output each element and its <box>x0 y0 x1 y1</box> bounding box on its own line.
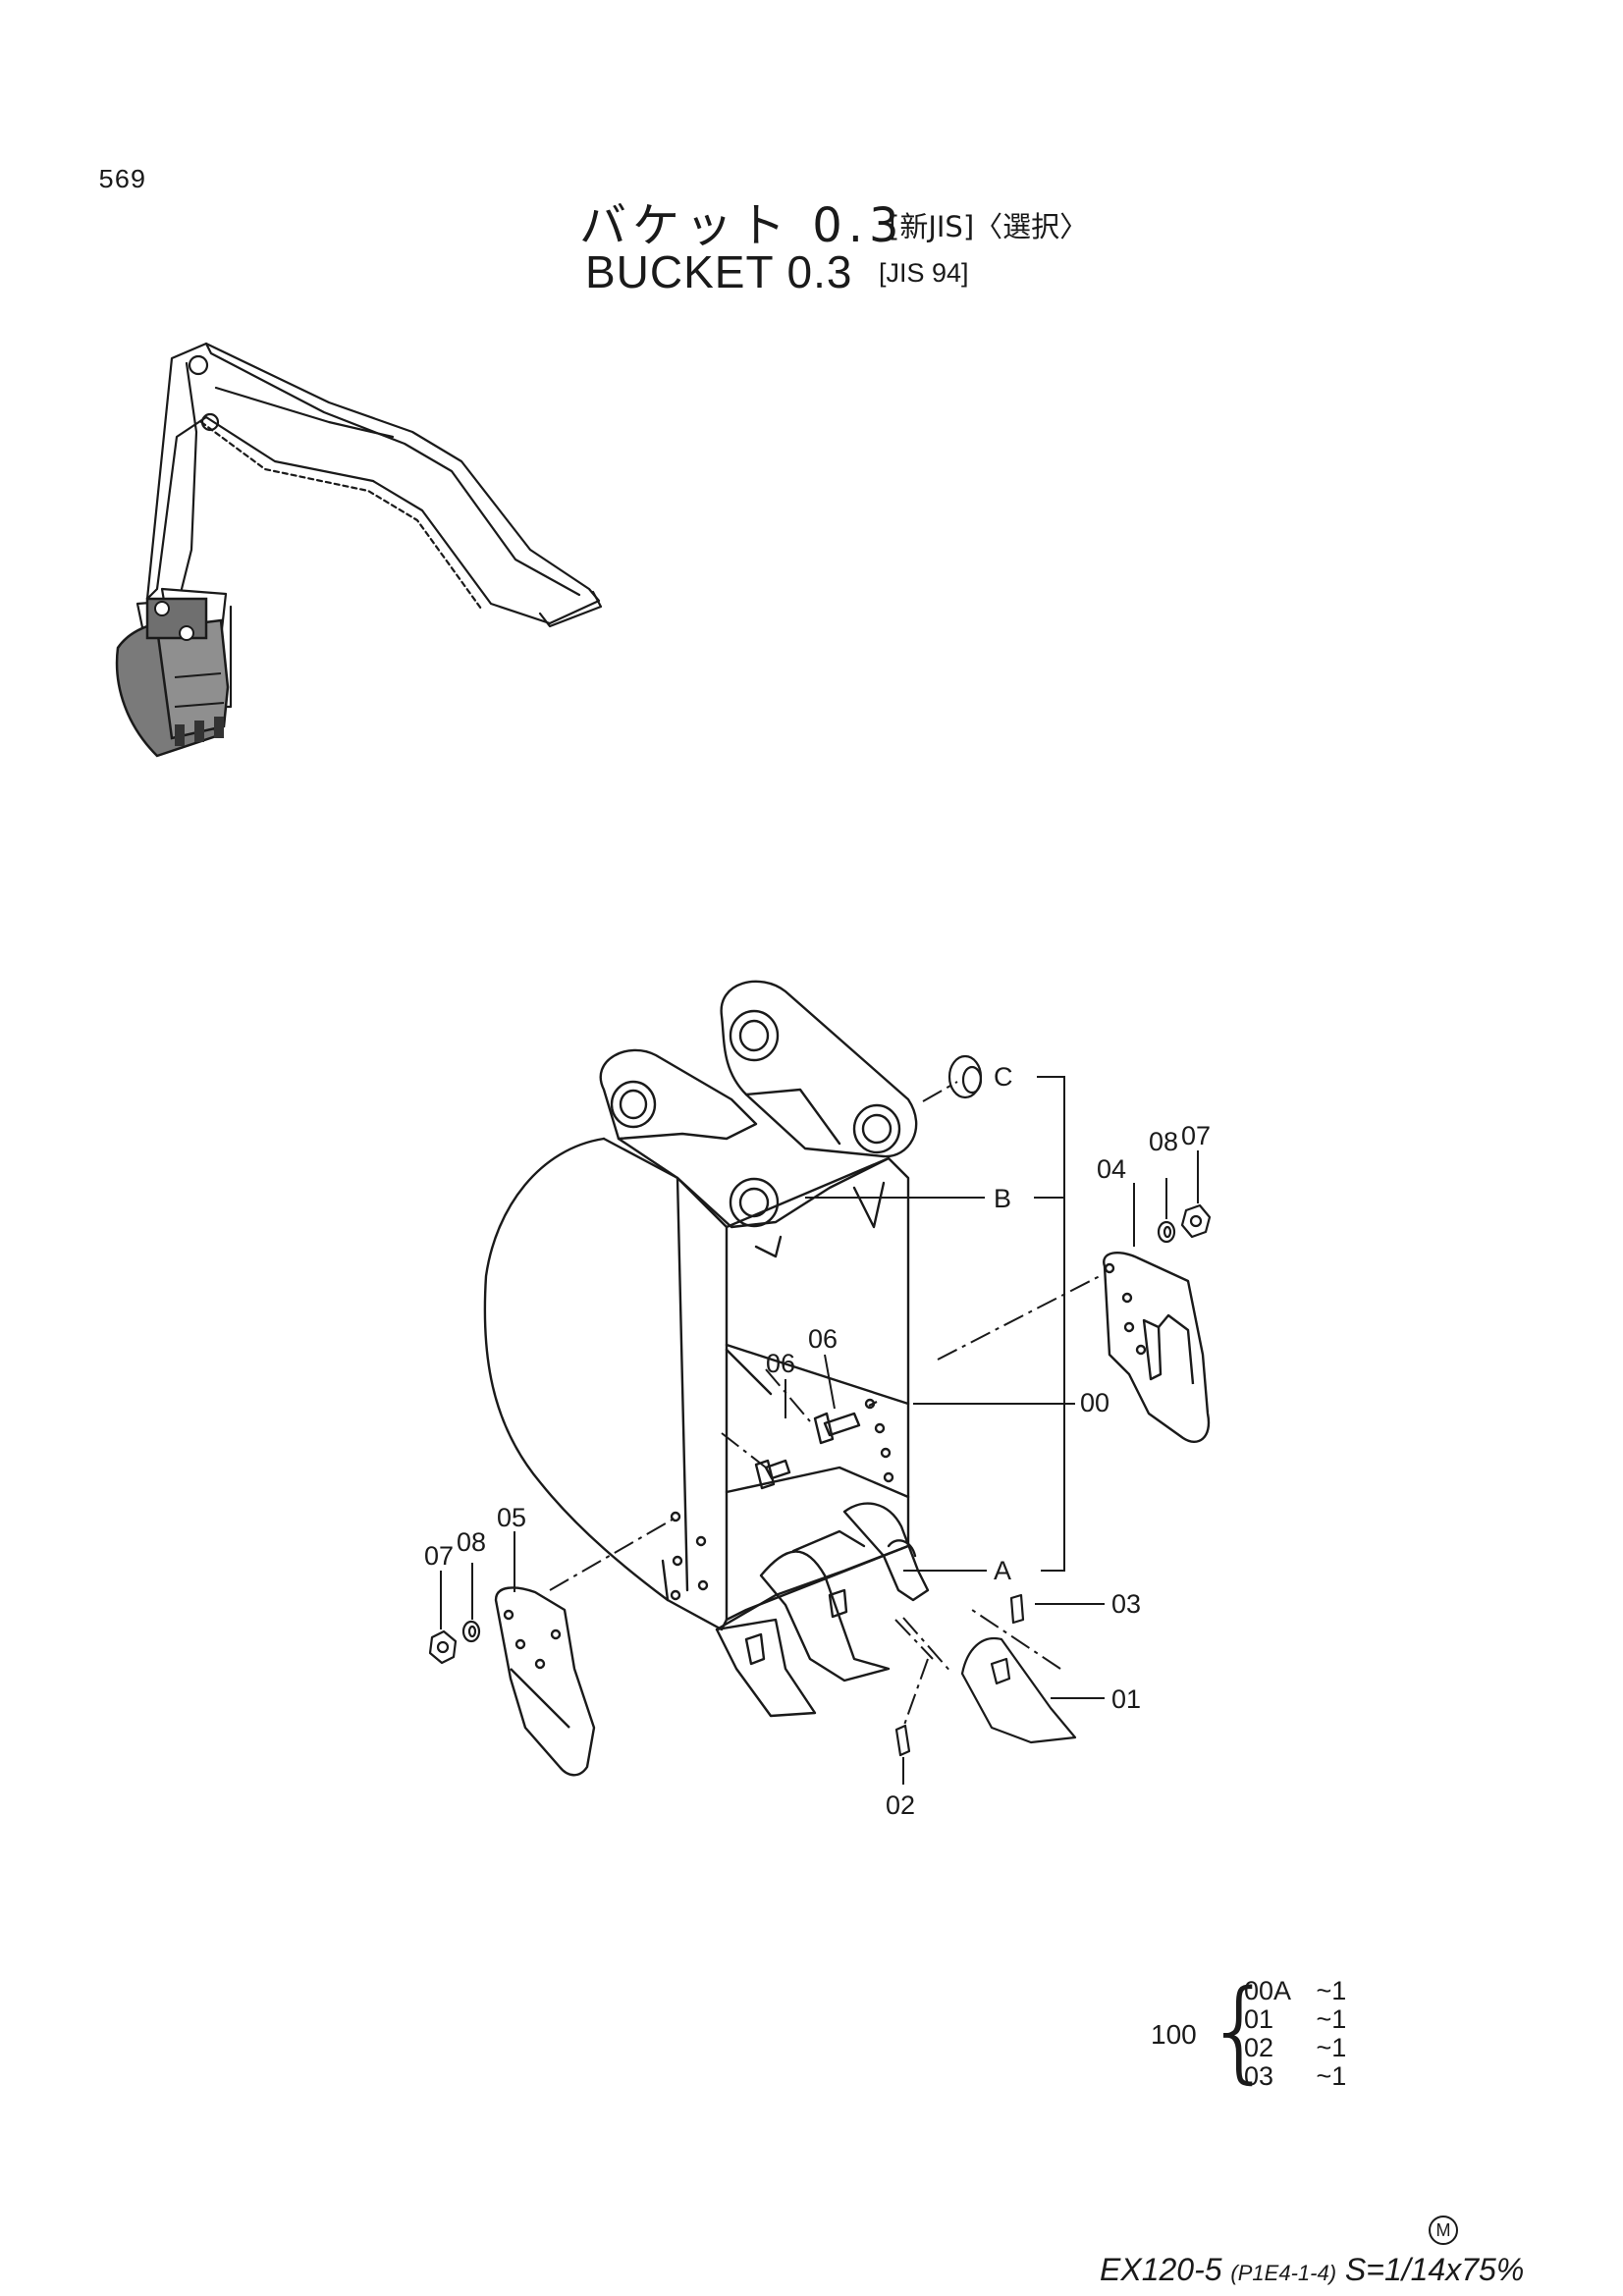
callout-c: C <box>994 1062 1013 1092</box>
quantity-value: ~1 <box>1316 2033 1347 2062</box>
quantity-row: 02 ~1 <box>1244 2033 1346 2063</box>
quantity-part: 01 <box>1244 2004 1274 2034</box>
title-japanese: バケット 0.3 <box>579 198 905 253</box>
assembly-lines <box>549 1081 1101 1729</box>
quantity-row: 00A ~1 <box>1244 1976 1346 2006</box>
quantity-value: ~1 <box>1316 1976 1347 2005</box>
small-parts <box>428 1054 1212 1757</box>
title-japanese-tag: [新JIS]〈選択〉 <box>889 210 1089 243</box>
quantity-row: 01 ~1 <box>1244 2004 1346 2035</box>
page-number: 569 <box>98 167 146 196</box>
callout-a: A <box>994 1556 1011 1585</box>
quantity-row: 03 ~1 <box>1244 2061 1346 2092</box>
callout-part-06-left: 06 <box>766 1349 795 1378</box>
callout-part-08-right: 08 <box>1149 1127 1178 1156</box>
quantity-table: 100 { 00A ~1 01 ~1 02 ~1 03 ~1 <box>1151 1976 1406 2099</box>
footer-model-code: EX120-5 (P1E4-1-4) S=1/14x75% <box>1100 2252 1524 2288</box>
callout-part-00: 00 <box>1080 1388 1109 1417</box>
callout-part-08-left: 08 <box>457 1527 486 1557</box>
footer-scale: S=1/14x75% <box>1344 2252 1525 2287</box>
callout-part-06-right: 06 <box>808 1324 838 1354</box>
quantity-part: 03 <box>1244 2061 1274 2091</box>
m-circle-mark: M <box>1429 2216 1458 2245</box>
quantity-parent-number: 100 <box>1151 2019 1197 2050</box>
callout-part-04: 04 <box>1097 1154 1126 1184</box>
callout-b: B <box>994 1184 1011 1213</box>
callout-part-07-left: 07 <box>424 1541 454 1571</box>
bucket-body <box>483 980 930 1718</box>
leader-lines <box>440 1076 1199 1785</box>
callout-labels: C B A 00 01 02 03 04 05 06 06 07 07 08 0… <box>424 1062 1211 1820</box>
callout-part-05: 05 <box>497 1503 526 1532</box>
title-english-tag: [JIS 94] <box>879 258 969 288</box>
callout-part-03: 03 <box>1111 1589 1141 1619</box>
footer-model: EX120-5 <box>1100 2252 1222 2287</box>
side-cutter-04 <box>1103 1251 1211 1444</box>
callout-part-02: 02 <box>886 1790 915 1820</box>
brace-glyph: { <box>1205 1967 1275 2095</box>
callout-part-07-right: 07 <box>1181 1121 1211 1150</box>
thumbnail-bucket-shaded <box>115 597 230 758</box>
title-english: BUCKET 0.3 <box>585 246 853 297</box>
side-cutter-05 <box>494 1586 596 1777</box>
footer-code: (P1E4-1-4) <box>1230 2261 1337 2285</box>
quantity-value: ~1 <box>1316 2061 1347 2091</box>
quantity-part: 00A <box>1244 1976 1292 2005</box>
quantity-value: ~1 <box>1316 2004 1347 2034</box>
quantity-part: 02 <box>1244 2033 1274 2062</box>
callout-part-01: 01 <box>1111 1684 1141 1714</box>
